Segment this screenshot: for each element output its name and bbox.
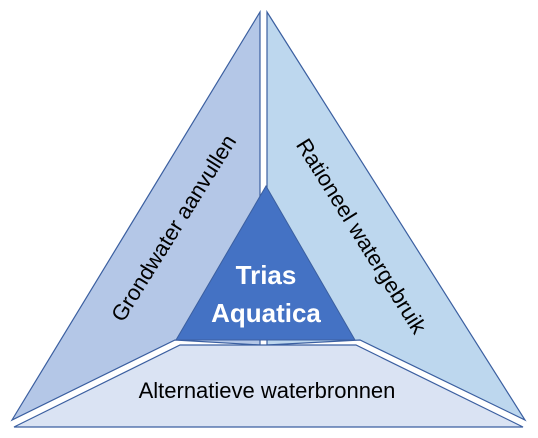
- center-triangle: [175, 185, 356, 341]
- center-title-line2: Aquatica: [211, 298, 321, 328]
- bottom-segment: [13, 344, 524, 428]
- center-title-line1: Trias: [236, 260, 297, 290]
- bottom-segment-label: Alternatieve waterbronnen: [139, 378, 396, 403]
